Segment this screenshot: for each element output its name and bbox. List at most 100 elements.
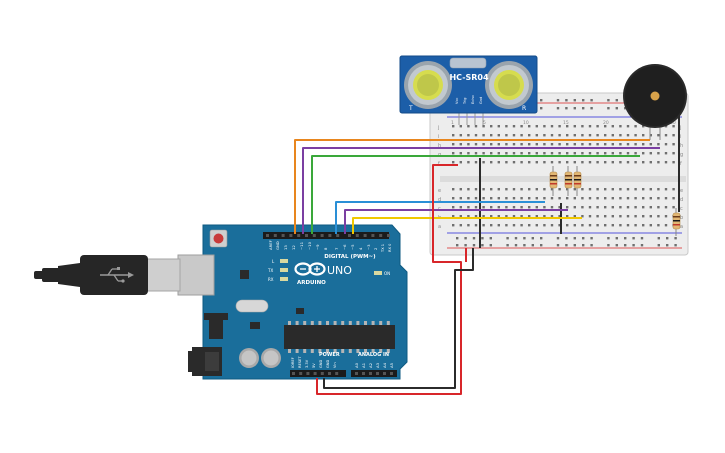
- rail-hole: [540, 244, 543, 247]
- ultrasonic-sensor[interactable]: HC-SR04 Vcc Trig Echo Gnd T R: [399, 55, 538, 114]
- chip-pin: [333, 321, 337, 325]
- sensor-r-mark: R: [522, 105, 526, 112]
- resistor-2[interactable]: [564, 166, 573, 196]
- breadboard-hole: [497, 152, 500, 155]
- led-label-rx: RX: [268, 277, 274, 282]
- breadboard-hole: [634, 125, 637, 128]
- breadboard-hole: [611, 134, 614, 137]
- breadboard-hole: [588, 188, 592, 191]
- breadboard-hole: [490, 224, 493, 227]
- breadboard-hole: [520, 188, 523, 191]
- breadboard-hole: [634, 134, 637, 137]
- rail-hole: [657, 244, 660, 247]
- chip-pin: [318, 321, 322, 325]
- usb-cable-icon[interactable]: [34, 254, 215, 296]
- pin-label: AREF: [268, 240, 273, 250]
- breadboard-hole: [459, 215, 462, 218]
- row-letter: g: [680, 152, 683, 158]
- rail-hole: [674, 244, 677, 247]
- wire-red[interactable]: [316, 164, 462, 395]
- breadboard-hole: [619, 206, 622, 209]
- wires[interactable]: [294, 139, 660, 395]
- chip-pin: [326, 321, 329, 325]
- breadboard-hole: [581, 134, 584, 137]
- reset-button-icon[interactable]: [209, 229, 228, 248]
- breadboard-hole: [596, 125, 599, 128]
- power-pin: [306, 372, 310, 375]
- breadboard-hole: [566, 143, 569, 146]
- resistor-3[interactable]: [573, 166, 582, 196]
- rail-hole: [624, 107, 627, 110]
- breadboard[interactable]: j i h g f e d c b a j i h g f e d c b a …: [429, 92, 689, 256]
- resistor-1[interactable]: [549, 166, 558, 196]
- rail-hole: [615, 237, 618, 240]
- breadboard-hole: [581, 161, 584, 164]
- chip-pin: [288, 349, 291, 353]
- breadboard-hole: [634, 224, 637, 227]
- wire-blue[interactable]: [335, 201, 545, 234]
- rail-hole: [632, 237, 635, 240]
- on-led: [374, 271, 382, 275]
- breadboard-hole: [649, 152, 652, 155]
- breadboard-hole: [573, 125, 576, 128]
- wire-black[interactable]: [323, 248, 474, 389]
- wire-purple-top[interactable]: [302, 147, 660, 234]
- wire-purple-mid[interactable]: [344, 209, 568, 234]
- breadboard-hole: [657, 197, 660, 200]
- analog-header: [351, 370, 397, 377]
- breadboard-hole: [497, 215, 500, 218]
- rail-hole: [489, 237, 492, 240]
- breadboard-hole: [459, 197, 462, 200]
- breadboard-hole: [588, 125, 592, 128]
- breadboard-hole: [512, 134, 516, 137]
- pin-label: 7: [334, 247, 339, 250]
- breadboard-hole: [550, 188, 554, 191]
- piezo-buzzer-icon[interactable]: [623, 64, 687, 140]
- breadboard-hole: [535, 125, 538, 128]
- pin-label: ~5: [350, 244, 355, 250]
- rail-hole: [624, 237, 627, 240]
- breadboard-hole: [512, 161, 516, 164]
- breadboard-hole: [611, 215, 614, 218]
- breadboard-hole: [604, 206, 607, 209]
- breadboard-hole: [642, 224, 645, 227]
- wire-yellow[interactable]: [352, 217, 582, 234]
- wire-orange[interactable]: [294, 139, 650, 234]
- rail-hole: [573, 237, 576, 240]
- row-letter: e: [438, 188, 441, 194]
- sensor-pin-vcc: Vcc: [455, 98, 459, 104]
- arduino-uno-board[interactable]: AREF GND 13 12 ~11 ~10 ~9 8 7 ~6 ~5 4 ~3…: [188, 224, 408, 380]
- digital-pin: [328, 234, 332, 237]
- breadboard-hole: [482, 125, 485, 128]
- rail-hole: [666, 244, 669, 247]
- pin-label: 12: [291, 245, 296, 250]
- row-letter: a: [680, 224, 683, 230]
- breadboard-hole: [588, 152, 592, 155]
- breadboard-hole: [535, 197, 538, 200]
- breadboard-hole: [467, 134, 470, 137]
- wire-green[interactable]: [311, 155, 640, 234]
- breadboard-hole: [634, 161, 637, 164]
- breadboard-hole: [649, 143, 652, 146]
- breadboard-hole: [550, 152, 554, 155]
- resistor-4[interactable]: [672, 208, 681, 236]
- row-letter: d: [438, 197, 441, 203]
- rail-hole: [565, 244, 568, 247]
- breadboard-hole: [596, 215, 599, 218]
- breadboard-hole: [505, 197, 508, 200]
- breadboard-hole: [581, 206, 584, 209]
- breadboard-hole: [505, 152, 508, 155]
- led-label-tx: TX: [267, 268, 273, 273]
- breadboard-hole: [497, 188, 500, 191]
- rail-hole: [607, 237, 610, 240]
- col-number: 15: [563, 120, 569, 126]
- breadboard-hole: [573, 188, 576, 191]
- breadboard-hole: [604, 143, 607, 146]
- chip-pin: [341, 349, 345, 353]
- breadboard-hole: [657, 215, 660, 218]
- row-letter: e: [680, 188, 683, 194]
- breadboard-hole: [604, 161, 607, 164]
- breadboard-hole: [490, 143, 493, 146]
- status-leds: L TX RX: [267, 259, 288, 282]
- breadboard-hole: [467, 215, 470, 218]
